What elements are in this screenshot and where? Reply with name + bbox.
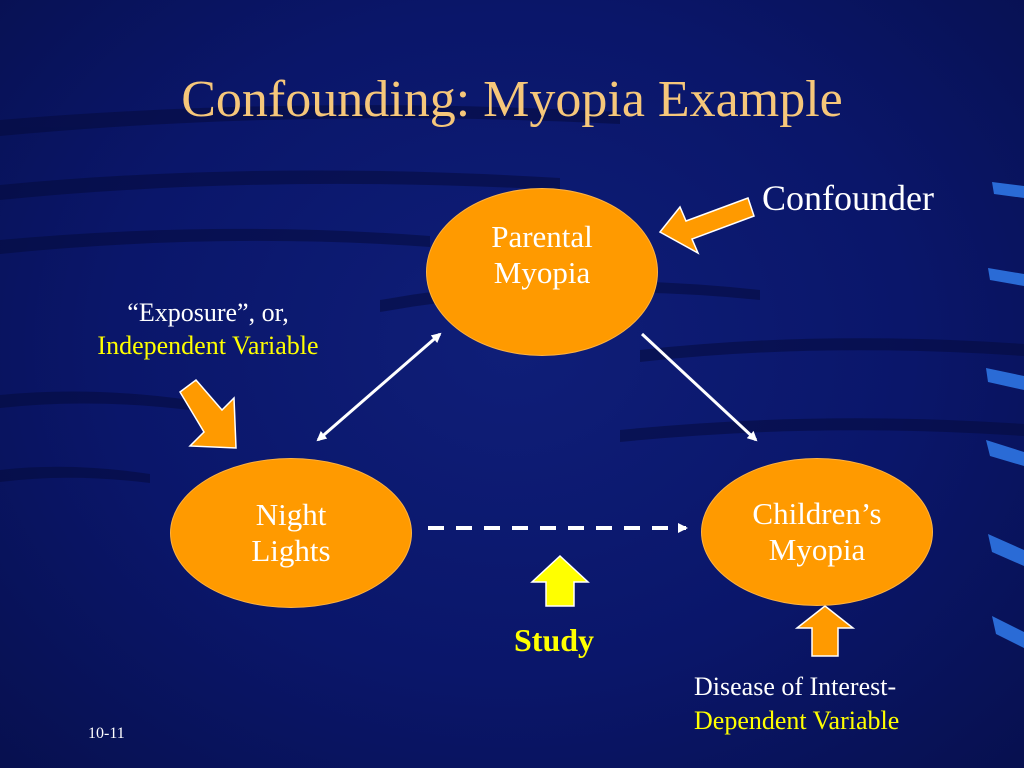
node-night-line2: Lights	[251, 533, 331, 568]
disease-label: Disease of Interest- Dependent Variable	[694, 670, 899, 738]
node-childrens-line1: Children’s	[752, 496, 882, 531]
disease-arrow-icon	[794, 605, 856, 657]
exposure-label-line1: “Exposure”, or,	[127, 298, 289, 327]
disease-label-line1: Disease of Interest-	[694, 672, 897, 701]
node-night-line1: Night	[255, 497, 327, 532]
arrow-parental-to-childrens	[640, 332, 758, 442]
study-arrow-icon	[530, 554, 590, 607]
slide-number: 10-11	[88, 725, 125, 742]
node-night-lights: Night Lights	[170, 458, 412, 608]
confounder-label: Confounder	[762, 178, 934, 218]
study-label: Study	[514, 622, 595, 658]
node-childrens-line2: Myopia	[768, 532, 866, 567]
exposure-label-line2: Independent Variable	[97, 331, 319, 360]
node-parental-line2: Myopia	[493, 255, 591, 290]
confounder-arrow-icon	[658, 197, 755, 255]
node-parental-line1: Parental	[491, 219, 593, 254]
exposure-arrow-icon	[179, 378, 237, 449]
node-childrens-myopia: Children’s Myopia	[701, 458, 933, 606]
slide-title: Confounding: Myopia Example	[181, 71, 843, 128]
node-parental-myopia: Parental Myopia	[426, 188, 658, 356]
exposure-label: “Exposure”, or, Independent Variable	[58, 296, 358, 362]
bidirectional-arrow-nightlights-parental	[316, 332, 442, 442]
disease-label-line2: Dependent Variable	[694, 706, 900, 735]
